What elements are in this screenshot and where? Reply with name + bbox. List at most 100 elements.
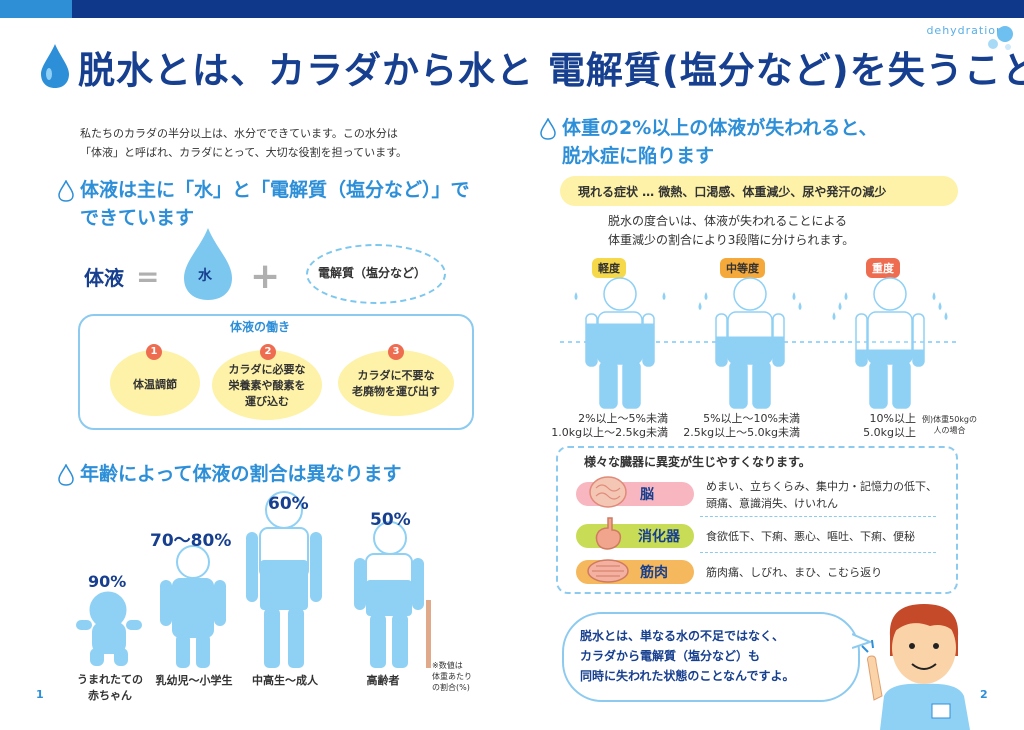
electrolyte-label: 電解質（塩分など） (318, 266, 427, 280)
drop-outline-icon (540, 118, 556, 140)
speech-line: カラダから電解質（塩分など）も (580, 649, 761, 663)
header-tag: dehydration (926, 24, 1004, 37)
drop-outline-icon (58, 464, 74, 486)
section-title-composition: 体液は主に「水」と「電解質（塩分など）」で できています (80, 176, 470, 232)
organ-name: 脳 (640, 487, 654, 503)
organ-symptom-line: 頭痛、意識消失、けいれん (706, 497, 838, 510)
speech-bubble (562, 612, 860, 702)
levels-description: 脱水の度合いは、体液が失われることによる 体重減少の割合により3段階に分けられま… (608, 212, 854, 250)
level-value: 2.5kg以上〜5.0kg未満 (683, 426, 800, 439)
child-figure (160, 545, 226, 668)
age-label-line: うまれたての (77, 673, 143, 686)
role-line: カラダに不要な (357, 369, 435, 382)
age-label: うまれたての 赤ちゃん (60, 672, 160, 704)
description-line: 体重減少の割合により3段階に分けられます。 (608, 233, 855, 247)
role-bubble (338, 350, 454, 416)
plus-icon: + (250, 256, 281, 297)
example-line: 人の場合 (933, 426, 966, 435)
divider (700, 552, 936, 553)
section-line: 体液は主に「水」と「電解質（塩分など）」で (80, 179, 470, 201)
role-text: カラダに不要な 老廃物を運び出す (338, 368, 454, 400)
top-bar-accent (0, 0, 72, 18)
doctor-illustration (861, 604, 970, 730)
level-value: 10%以上 (869, 412, 916, 425)
organ-symptom-line: めまい、立ちくらみ、集中力・記憶力の低下、 (706, 480, 937, 493)
symptoms-text: 現れる症状 … 微熱、口渇感、体重減少、尿や発汗の減少 (578, 185, 887, 199)
sweat-drop-icon (798, 302, 802, 310)
sweat-drop-icon (938, 302, 942, 310)
dehydration-levels-figures (560, 277, 960, 409)
age-label: 中高生〜成人 (252, 674, 318, 687)
section-title-dehydration: 体重の2%以上の体液が失われると、 脱水症に陥ります (562, 114, 878, 170)
age-percent: 70〜80% (150, 531, 232, 551)
age-percent: 90% (88, 572, 127, 591)
stomach-icon (595, 517, 622, 550)
level-values: 10%以上 5.0kg以上 (836, 412, 916, 440)
level-figure (574, 277, 666, 409)
sweat-drop-icon (574, 292, 578, 300)
organ-name: 筋肉 (640, 565, 668, 581)
water-label: 水 (198, 268, 212, 284)
level-values: 5%以上〜10%未満 2.5kg以上〜5.0kg未満 (680, 412, 800, 440)
age-percent: 50% (370, 510, 411, 530)
electrolyte-cloud (306, 244, 446, 304)
speech-line: 同時に失われた状態のことなんですよ。 (580, 669, 795, 683)
example-line: 例)体重50kgの (922, 415, 978, 424)
level-value: 2%以上〜5%未満 (578, 412, 668, 425)
intro-line: 「体液」と呼ばれ、カラダにとって、大切な役割を担っています。 (80, 146, 408, 159)
role-number: 2 (260, 344, 276, 360)
drop-outline-icon (58, 180, 74, 202)
speech-text: 脱水とは、単なる水の不足ではなく、 カラダから電解質（塩分など）も 同時に失われ… (580, 626, 794, 686)
divider (700, 516, 936, 517)
example-note: 例)体重50kgの 人の場合 (922, 414, 977, 436)
age-label-line: 赤ちゃん (88, 689, 132, 702)
role-text: 体温調節 (133, 378, 177, 391)
page-number: 2 (980, 688, 988, 701)
adult-figure (246, 491, 322, 668)
section-title-age: 年齢によって体液の割合は異なります (80, 463, 402, 485)
top-bar (0, 0, 1024, 18)
sweat-drop-icon (838, 302, 842, 310)
sweat-drop-icon (944, 312, 948, 320)
level-value: 5.0kg以上 (863, 426, 916, 439)
intro-text: 私たちのカラダの半分以上は、水分でできています。この水分は 「体液」と呼ばれ、カ… (80, 124, 500, 162)
sweat-drop-icon (832, 312, 836, 320)
level-values: 2%以上〜5%未満 1.0kg以上〜2.5kg未満 (548, 412, 668, 440)
sweat-drop-icon (698, 302, 702, 310)
baby-figure (76, 591, 142, 666)
section-line: 脱水症に陥ります (562, 145, 715, 167)
organ-symptoms: めまい、立ちくらみ、集中力・記憶力の低下、 頭痛、意識消失、けいれん (706, 478, 937, 512)
role-number: 3 (388, 344, 404, 360)
footnote-line: ※数値は (432, 661, 463, 670)
role-text: カラダに必要な 栄養素や酸素を 運び込む (212, 362, 322, 410)
age-label: 高齢者 (366, 674, 400, 687)
level-value: 1.0kg以上〜2.5kg未満 (551, 426, 668, 439)
level-value: 5%以上〜10%未満 (703, 412, 800, 425)
speech-bubble-tail (852, 633, 872, 649)
organ-box (556, 446, 958, 594)
description-line: 脱水の度合いは、体液が失われることによる (608, 214, 848, 228)
role-line: 栄養素や酸素を (228, 379, 306, 392)
level-badge: 中等度 (720, 258, 765, 278)
sweat-drop-icon (844, 292, 848, 300)
sweat-drop-icon (704, 292, 708, 300)
muscle-icon (587, 559, 629, 583)
speech-line: 脱水とは、単なる水の不足ではなく、 (580, 629, 785, 643)
footnote: ※数値は 体重あたり の割合(%) (432, 660, 472, 693)
organ-pill-digestive (576, 524, 694, 548)
equation-lhs: 体液 (84, 266, 124, 290)
age-label: 乳幼児〜小学生 (155, 674, 233, 687)
footnote-line: 体重あたり (432, 672, 472, 681)
level-badge: 重度 (866, 258, 900, 278)
role-number: 1 (146, 344, 162, 360)
age-percent: 60% (268, 494, 309, 514)
role-line: カラダに必要な (228, 363, 306, 376)
page-title: 脱水とは、カラダから水と 電解質(塩分など)を失うこと (78, 49, 1024, 92)
level-badge: 軽度 (592, 258, 626, 278)
organ-symptoms: 筋肉痛、しびれ、まひ、こむら返り (706, 566, 883, 579)
section-line: 体重の2%以上の体液が失われると、 (562, 117, 878, 139)
symptoms-banner (560, 176, 958, 206)
bubbles-icon (988, 26, 1013, 50)
level-figure (698, 277, 802, 409)
organ-box-title: 様々な臓器に異変が生じやすくなります。 (584, 455, 811, 469)
